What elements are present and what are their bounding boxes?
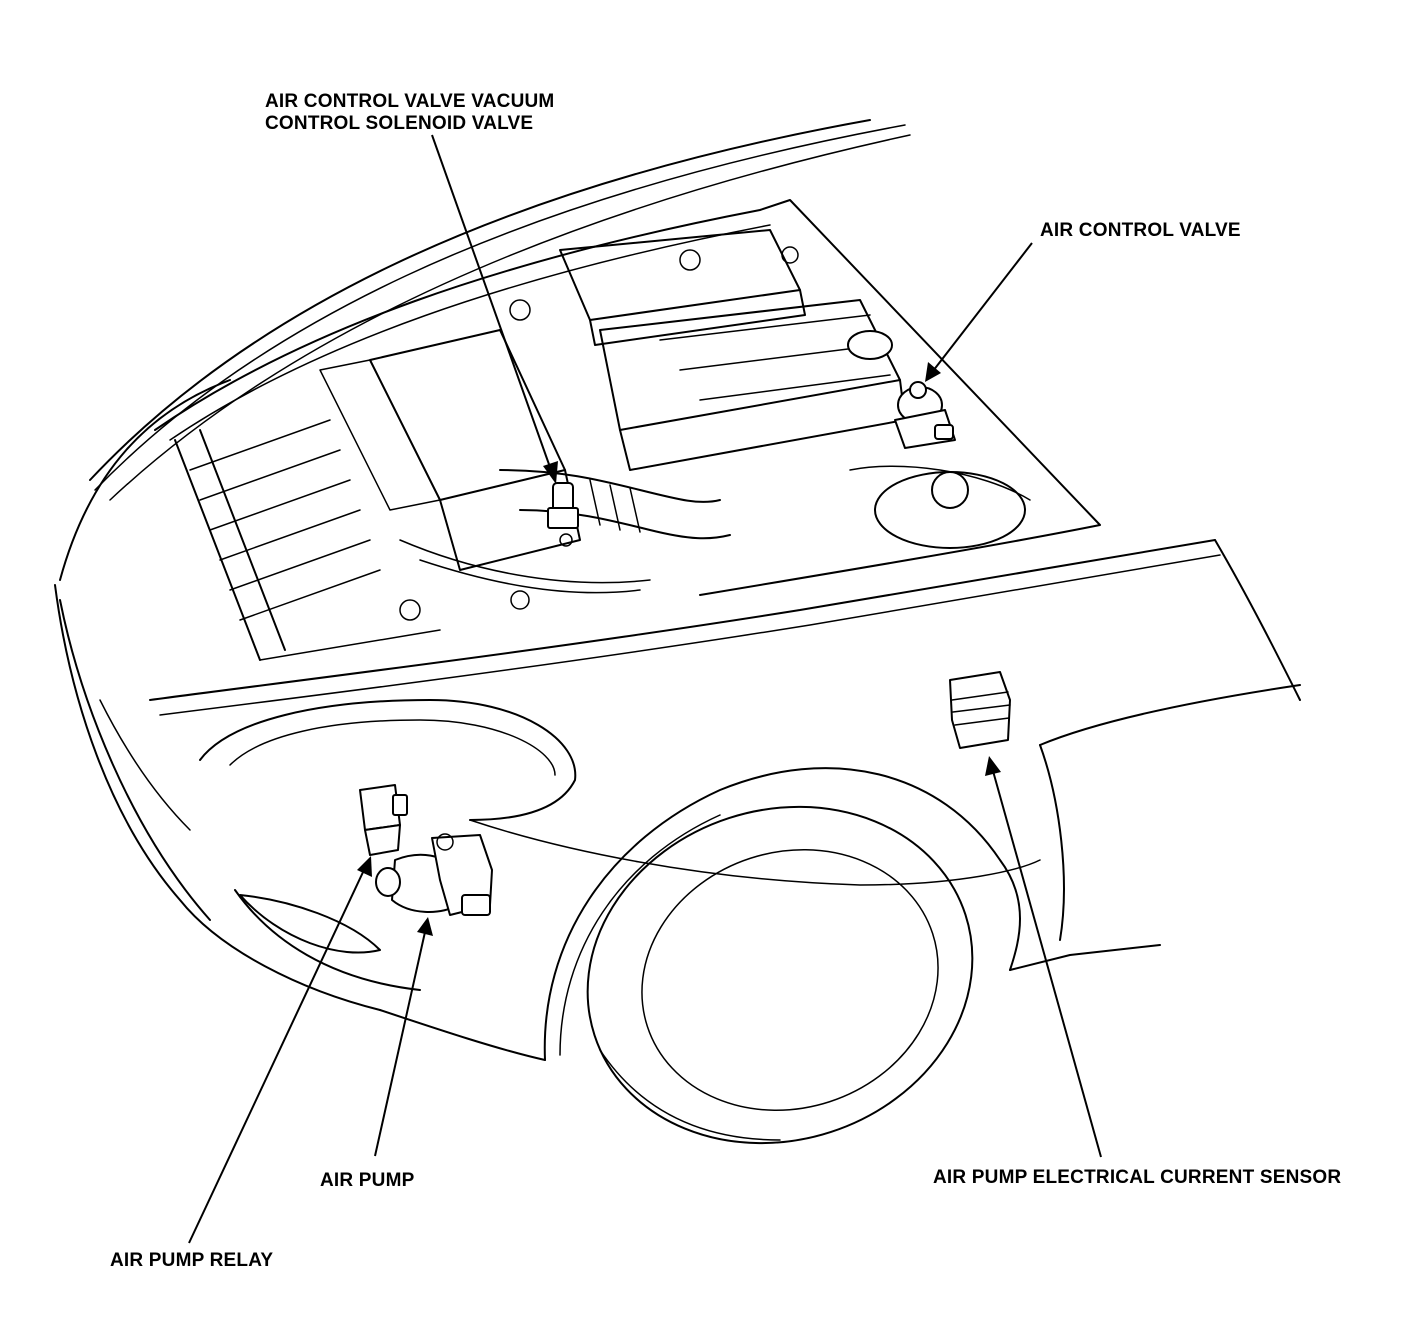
leader-lines: [188, 134, 1102, 1244]
engine-bay: [154, 199, 1101, 661]
current-sensor-leader: [992, 770, 1102, 1158]
label-current-sensor: AIR PUMP ELECTRICAL CURRENT SENSOR: [933, 1167, 1342, 1188]
air-control-valve-leader: [932, 242, 1033, 372]
air-pump-relay-part: [359, 784, 408, 856]
air-pump-relay-leader: [188, 869, 365, 1244]
air-control-valve-arrowhead: [925, 362, 941, 382]
air-pump-part: [375, 833, 493, 916]
car-body: [54, 119, 1301, 1145]
air-control-valve-part: [894, 381, 956, 449]
air-pump-leader: [374, 931, 426, 1157]
solenoid-valve-part: [547, 482, 579, 547]
label-air-pump-relay: AIR PUMP RELAY: [110, 1250, 274, 1271]
solenoid-arrowhead: [543, 461, 558, 484]
label-solenoid-valve-line2: CONTROL SOLENOID VALVE: [265, 113, 534, 134]
label-solenoid-valve-line1: AIR CONTROL VALVE VACUUM: [265, 91, 555, 112]
label-air-control-valve: AIR CONTROL VALVE: [1040, 220, 1241, 241]
current-sensor-part: [949, 671, 1011, 749]
air-pump-relay-arrowhead: [357, 856, 372, 877]
solenoid-leader: [431, 134, 552, 471]
air-pump-arrowhead: [417, 917, 433, 936]
label-air-pump: AIR PUMP: [320, 1170, 415, 1191]
current-sensor-arrowhead: [985, 756, 1001, 776]
